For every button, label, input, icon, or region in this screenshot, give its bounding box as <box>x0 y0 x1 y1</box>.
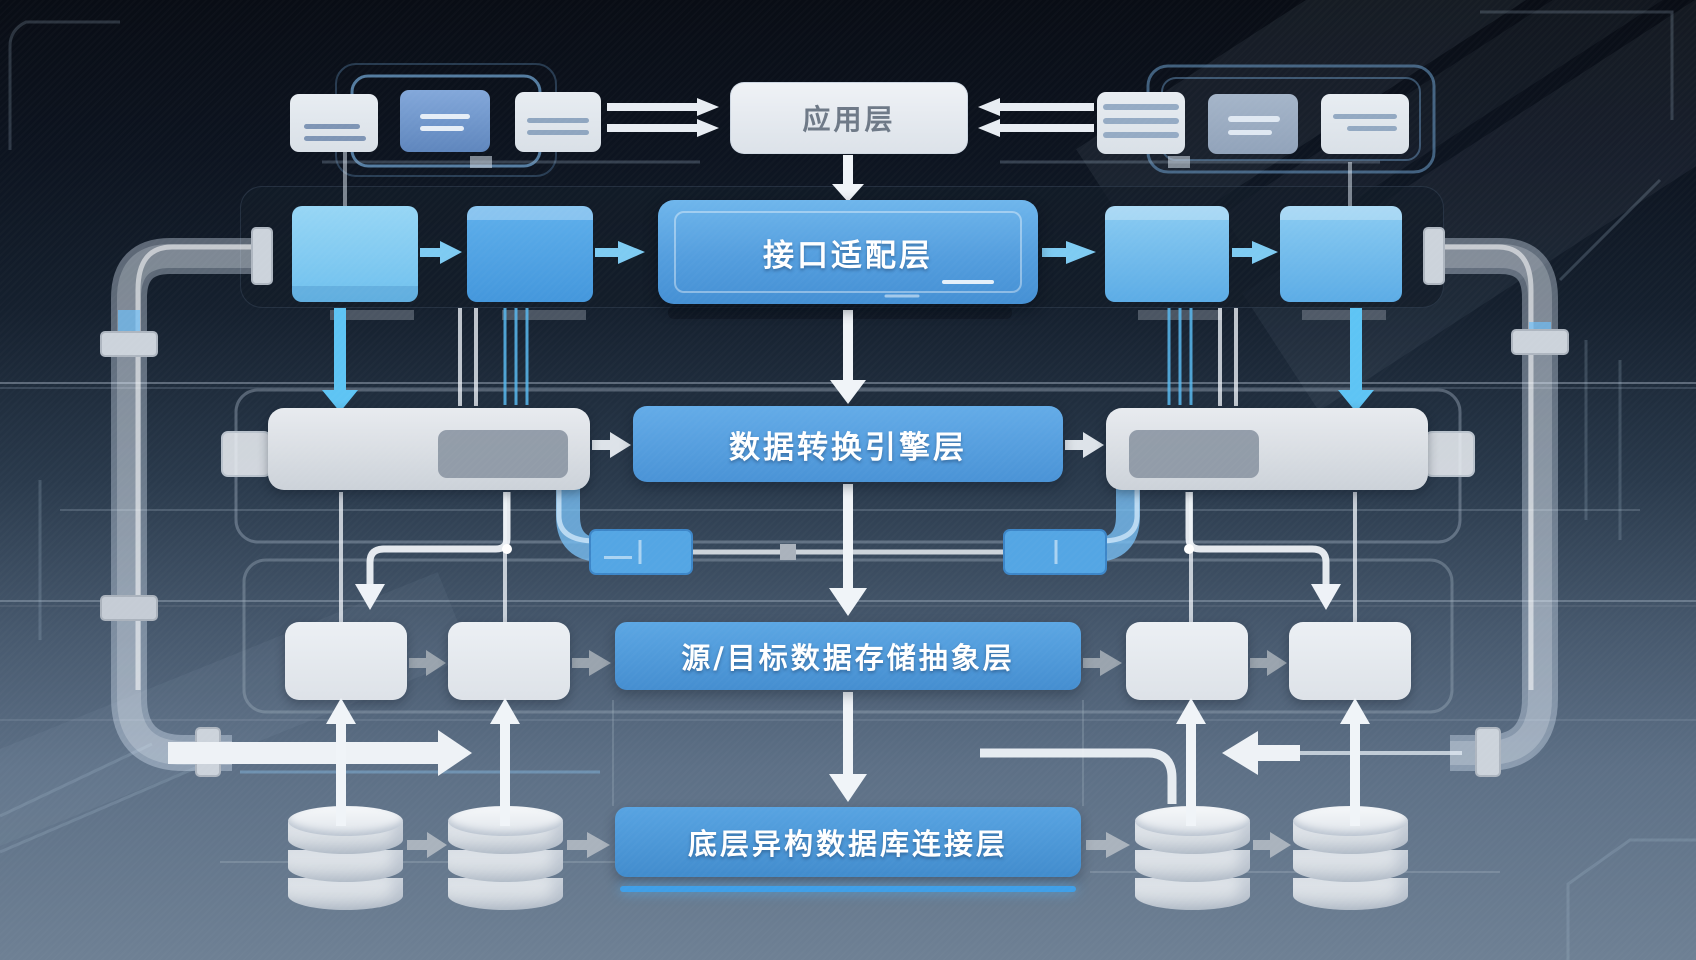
panel-slot <box>438 430 568 478</box>
database-icon <box>288 806 403 910</box>
db-up-arrows <box>326 698 1370 826</box>
layer-transform-engine: 数据转换引擎层 <box>633 406 1063 482</box>
card-line <box>527 118 589 123</box>
layer-db-connection-label: 底层异构数据库连接层 <box>687 827 1008 861</box>
adapter-node <box>467 206 593 302</box>
card-line <box>1333 114 1397 119</box>
routing-elbows <box>355 492 1341 610</box>
glow-underline <box>620 886 1076 892</box>
bottom-arrow-left-flow <box>1222 731 1300 775</box>
client-card <box>1097 92 1185 154</box>
client-card <box>1208 94 1298 154</box>
blue-drop-lines <box>503 308 1193 405</box>
database-icon <box>448 806 563 910</box>
storage-node <box>285 622 407 700</box>
client-card <box>400 90 490 152</box>
client-card <box>515 92 601 152</box>
panel-slot <box>1129 430 1259 478</box>
database-row-arrows <box>407 832 1291 858</box>
card-line <box>1347 126 1397 131</box>
card-line <box>1103 118 1179 124</box>
layer-application-label: 应用层 <box>802 103 896 136</box>
glass-pipe-right <box>1423 227 1569 777</box>
glass-pipe-left <box>100 227 273 777</box>
card-line <box>1103 104 1179 110</box>
card-line <box>420 126 464 131</box>
engine-arrows <box>592 432 1104 458</box>
blue-down-arrows <box>322 308 1374 412</box>
layer-storage-abstraction-label: 源/目标数据存储抽象层 <box>681 641 1015 675</box>
card-line <box>1228 130 1272 135</box>
client-card <box>290 94 378 152</box>
interface-dashes <box>884 280 994 298</box>
card-line <box>304 136 366 141</box>
client-card <box>1321 94 1409 154</box>
card-line <box>304 124 360 129</box>
layer-db-connection: 底层异构数据库连接层 <box>615 807 1081 877</box>
card-line <box>1103 132 1179 138</box>
storage-node <box>1289 622 1411 700</box>
layer-application: 应用层 <box>730 82 968 154</box>
layer-flow-arrows <box>829 155 867 802</box>
engine-panel <box>1106 408 1428 490</box>
storage-node <box>1126 622 1248 700</box>
adapter-arrows <box>420 241 1278 264</box>
card-line <box>1228 116 1280 122</box>
card-line <box>420 114 470 119</box>
storage-node <box>448 622 570 700</box>
client-arrows <box>607 98 1094 137</box>
layer-storage-abstraction: 源/目标数据存储抽象层 <box>615 622 1081 690</box>
adapter-node <box>1280 206 1402 302</box>
card-line <box>527 130 589 135</box>
circuit-traces <box>0 10 1696 960</box>
adapter-node <box>292 206 418 302</box>
bottom-arrow-right-flow <box>168 730 472 776</box>
routing-elbow-db <box>980 748 1177 804</box>
layer-transform-engine-label: 数据转换引擎层 <box>729 429 967 466</box>
blue-pipe-connectors <box>556 484 1140 575</box>
adapter-node <box>1105 206 1229 302</box>
storage-row-arrows <box>409 650 1287 676</box>
layer-interface-adapter: 接口适配层 <box>658 200 1038 304</box>
top-feed-lines <box>322 150 1380 206</box>
engine-panel <box>268 408 590 490</box>
